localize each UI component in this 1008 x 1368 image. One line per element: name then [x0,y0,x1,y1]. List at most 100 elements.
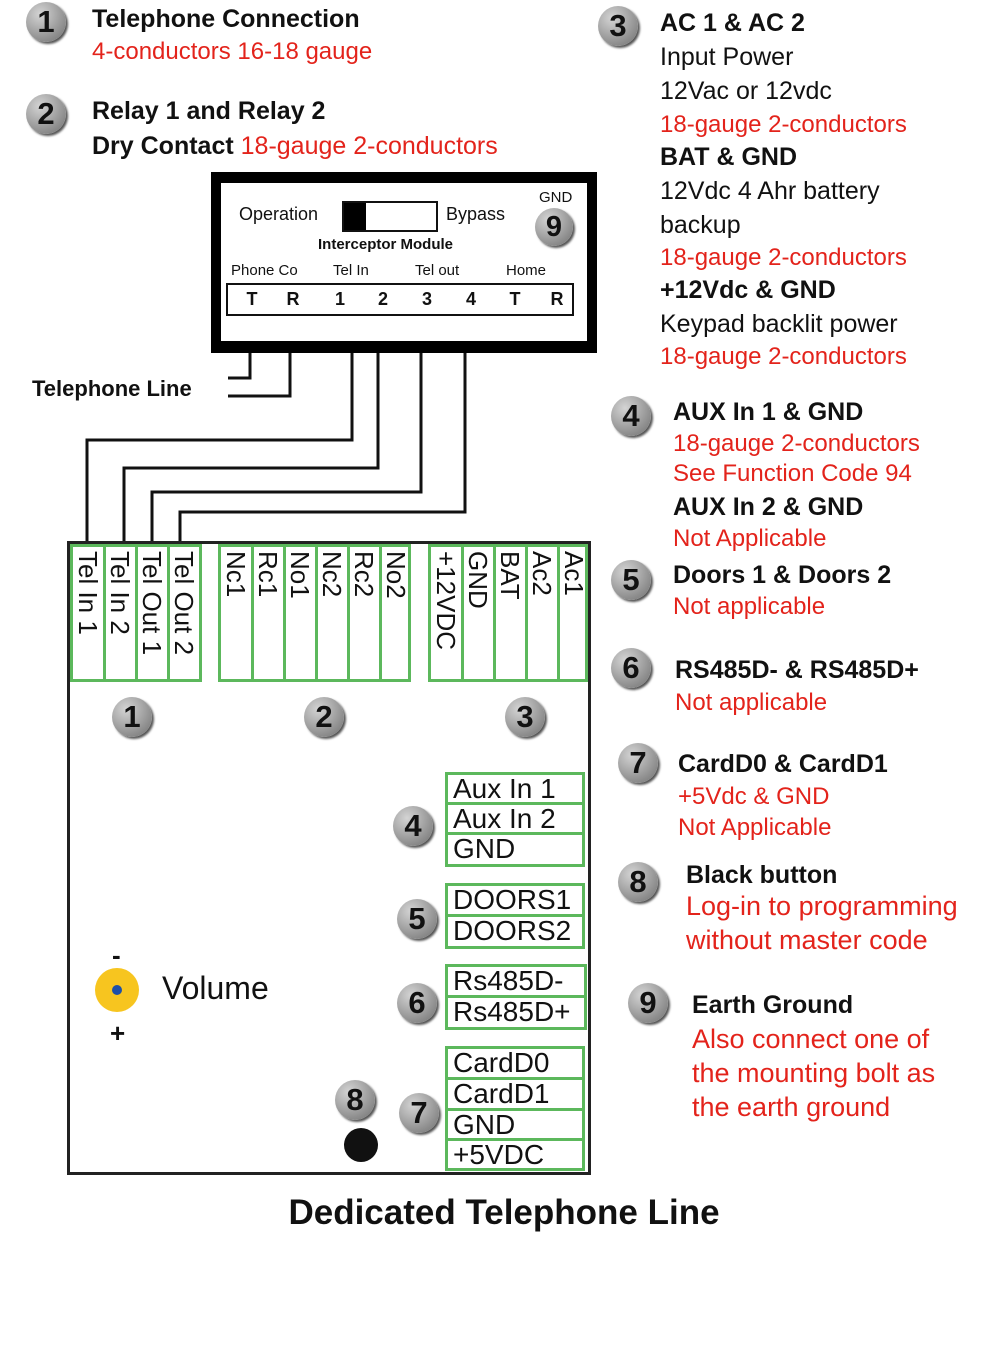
aux1-note: See Function Code 94 [673,460,912,487]
terminal-card-gnd: GND [448,1111,582,1141]
card-title: CardD0 & CardD1 [678,750,888,778]
aux2-note: Not Applicable [673,525,827,552]
board-marker-2-icon: 2 [304,697,344,737]
aux1-title: AUX In 1 & GND [673,398,864,426]
12vdc-desc: Keypad backlit power [660,310,898,338]
operation-label: Operation [239,204,319,224]
terminal-ac1: Ac1 [559,551,589,596]
interceptor-module-title: Interceptor Module [318,236,454,253]
black-button-title: Black button [686,861,838,889]
terminal-block-doors: DOORS1 DOORS2 [445,883,585,949]
wire-tel-in-1 [85,315,354,541]
aux2-title: AUX In 2 & GND [673,493,864,521]
marker-1-icon: 1 [26,2,66,42]
relay-title: Relay 1 and Relay 2 [92,97,326,125]
pin-phone-t: T [246,289,258,309]
terminal-rs485d-minus: Rs485D- [448,967,584,998]
pin-phone-r: R [286,289,300,309]
terminal-tel-out-2: Tel Out 2 [169,551,199,656]
volume-knob-icon[interactable] [95,968,139,1012]
group-phone-co: Phone Co [231,262,298,279]
terminal-rs485d-plus: Rs485D+ [453,996,571,1027]
terminal-aux-in-1: Aux In 1 [448,775,582,805]
pin-home-t: T [509,289,521,309]
pin-3: 3 [421,289,432,309]
terminal-doors1: DOORS1 [448,886,582,917]
group-tel-out: Tel out [415,262,460,279]
earth-ground-desc-2: the mounting bolt as [692,1058,936,1088]
pin-1: 1 [334,289,345,309]
board-marker-8-icon: 8 [335,1080,375,1120]
board-marker-3-icon: 3 [505,697,545,737]
terminal-block-rs485: Rs485D- Rs485D+ [445,964,587,1030]
dry-contact-title: Dry Contact [92,132,234,160]
terminal-cardd0: CardD0 [448,1049,582,1080]
pin-2: 2 [377,289,388,309]
group-tel-in: Tel In [333,262,369,279]
terminal-no2: No2 [381,551,411,599]
12vdc-title: +12Vdc & GND [660,276,836,304]
rs485-title: RS485D- & RS485D+ [675,656,919,684]
wire-tel-in-2 [122,315,380,541]
black-button-desc-1: Log-in to programming [686,891,958,921]
terminal-block-card: CardD0 CardD1 GND +5VDC [445,1046,585,1171]
terminal-12vdc: +12VDC [431,551,461,650]
terminal-nc1: Nc1 [221,551,251,598]
pin-home-r: R [550,289,564,309]
terminal-block-power: +12VDC GND BAT Ac2 Ac1 [428,544,589,682]
volume-knob-center [112,985,122,995]
doors-note: Not applicable [673,593,826,620]
terminal-rc2: Rc2 [349,551,379,598]
telephone-connection-spec: 4-conductors 16-18 gauge [92,38,373,65]
rs485-note: Not applicable [675,689,828,716]
board-marker-1-icon: 1 [112,697,152,737]
card-note: Not Applicable [678,814,832,841]
dry-contact-spec: 18-gauge 2-conductors [240,132,498,160]
marker-3-icon: 3 [598,6,638,46]
12vdc-spec: 18-gauge 2-conductors [660,343,907,370]
marker-2-icon: 2 [26,94,66,134]
group-home: Home [506,262,547,279]
terminal-card-5vdc: +5VDC [453,1139,545,1170]
dry-contact-line: Dry Contact 18-gauge 2-conductors [92,131,498,161]
ac-voltage: 12Vac or 12vdc [660,77,832,105]
aux1-spec: 18-gauge 2-conductors [673,430,920,457]
gnd-label: GND [539,189,573,206]
board-marker-6-icon: 6 [397,983,437,1023]
ac-title: AC 1 & AC 2 [660,9,805,37]
switch-knob[interactable] [344,203,366,230]
operation-bypass-switch[interactable] [342,201,438,232]
terminal-block-aux: Aux In 1 Aux In 2 GND [445,772,585,867]
marker-9-module-icon: 9 [535,208,573,246]
terminal-tel-in-1: Tel In 1 [73,551,103,635]
doors-title: Doors 1 & Doors 2 [673,561,892,589]
telephone-connection-title: Telephone Connection [92,5,360,33]
volume-minus-label: - [112,940,121,970]
terminal-doors2: DOORS2 [453,915,572,946]
marker-7-icon: 7 [618,743,658,783]
terminal-rc1: Rc1 [253,551,283,598]
terminal-aux-gnd: GND [453,833,516,864]
terminal-gnd: GND [463,551,493,609]
terminal-no1: No1 [285,551,315,599]
bat-spec: 18-gauge 2-conductors [660,244,907,271]
black-programming-button[interactable] [344,1128,378,1162]
terminal-block-telephone: Tel In 1 Tel In 2 Tel Out 1 Tel Out 2 [70,544,202,682]
interceptor-module-panel: Operation Bypass GND 9 Interceptor Modul… [221,183,587,341]
wire-tel-out-2 [178,315,467,541]
board-marker-7-icon: 7 [399,1093,439,1133]
bat-desc-1: 12Vdc 4 Ahr battery [660,177,880,205]
volume-plus-label: + [110,1018,126,1048]
diagram-footer-title: Dedicated Telephone Line [288,1193,720,1232]
marker-5-icon: 5 [611,560,651,600]
bat-title: BAT & GND [660,143,798,171]
bat-desc-2: backup [660,211,741,239]
marker-9-icon: 9 [628,983,668,1023]
marker-4-icon: 4 [611,396,651,436]
telephone-line-label: Telephone Line [32,376,192,401]
card-spec: +5Vdc & GND [678,783,830,810]
terminal-strip: T R 1 2 3 4 T R [226,283,574,316]
terminal-nc2: Nc2 [317,551,347,598]
terminal-aux-in-2: Aux In 2 [448,805,582,835]
